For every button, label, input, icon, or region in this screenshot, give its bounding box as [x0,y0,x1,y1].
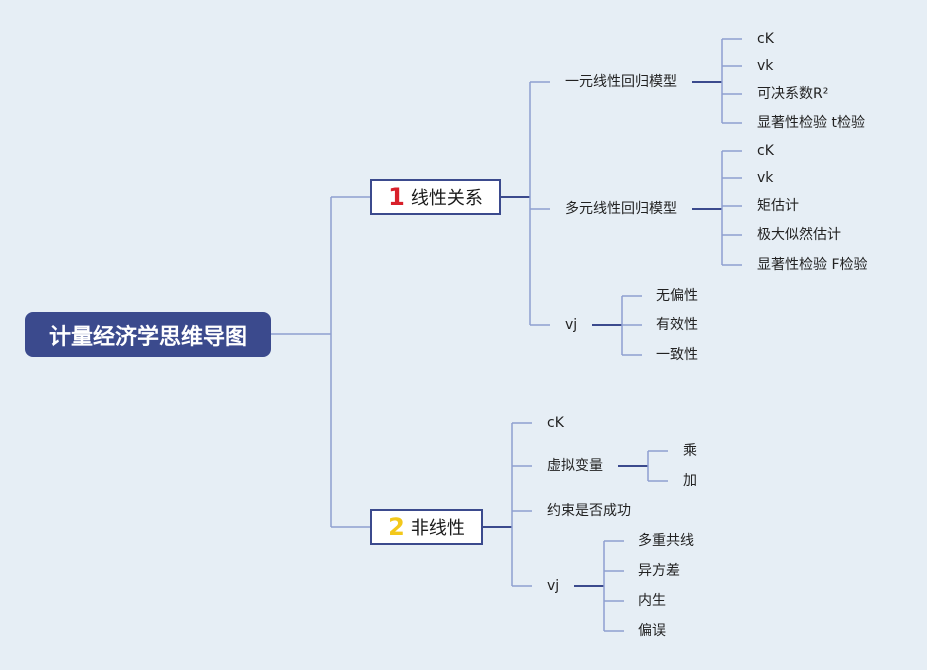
leaf-item[interactable]: 加 [683,473,697,489]
leaf-item[interactable]: 多重共线 [638,533,694,549]
leaf-item[interactable]: 内生 [638,593,666,609]
leaf-item[interactable]: 显著性检验 t检验 [757,115,865,131]
leaf-item[interactable]: 异方差 [638,563,680,579]
branch-label: 线性关系 [410,188,483,209]
leaf-item[interactable]: 极大似然估计 [757,227,841,243]
leaf-item[interactable]: 一致性 [656,347,698,363]
leaf-item[interactable]: cK [757,143,774,159]
node-constraint[interactable]: 约束是否成功 [547,503,631,519]
leaf-item[interactable]: 矩估计 [757,198,799,214]
leaf-item[interactable]: vk [757,58,774,74]
branch-number-2: 2 [388,513,405,541]
node-problems[interactable]: vj [547,578,560,594]
leaf-item[interactable]: 无偏性 [656,288,698,304]
node-multiple-regression[interactable]: 多元线性回归模型 [565,201,677,217]
branch-linear[interactable]: 1 线性关系 [370,179,501,215]
branch-label: 非线性 [410,518,465,539]
leaf-item[interactable]: 有效性 [656,317,698,333]
branch-number-1: 1 [388,183,405,211]
leaf-item[interactable]: cK [757,31,774,47]
leaf-item[interactable]: 偏误 [638,623,666,639]
node-ck[interactable]: cK [547,415,564,431]
node-properties[interactable]: vj [565,317,578,333]
branch-nonlinear[interactable]: 2 非线性 [370,509,483,545]
leaf-item[interactable]: 显著性检验 F检验 [757,257,868,273]
root-node[interactable]: 计量经济学思维导图 [25,312,271,357]
leaf-item[interactable]: 乘 [683,443,697,459]
node-dummy-variable[interactable]: 虚拟变量 [547,458,603,474]
node-simple-regression[interactable]: 一元线性回归模型 [565,74,677,90]
leaf-item[interactable]: 可决系数R² [757,86,829,102]
leaf-item[interactable]: vk [757,170,774,186]
